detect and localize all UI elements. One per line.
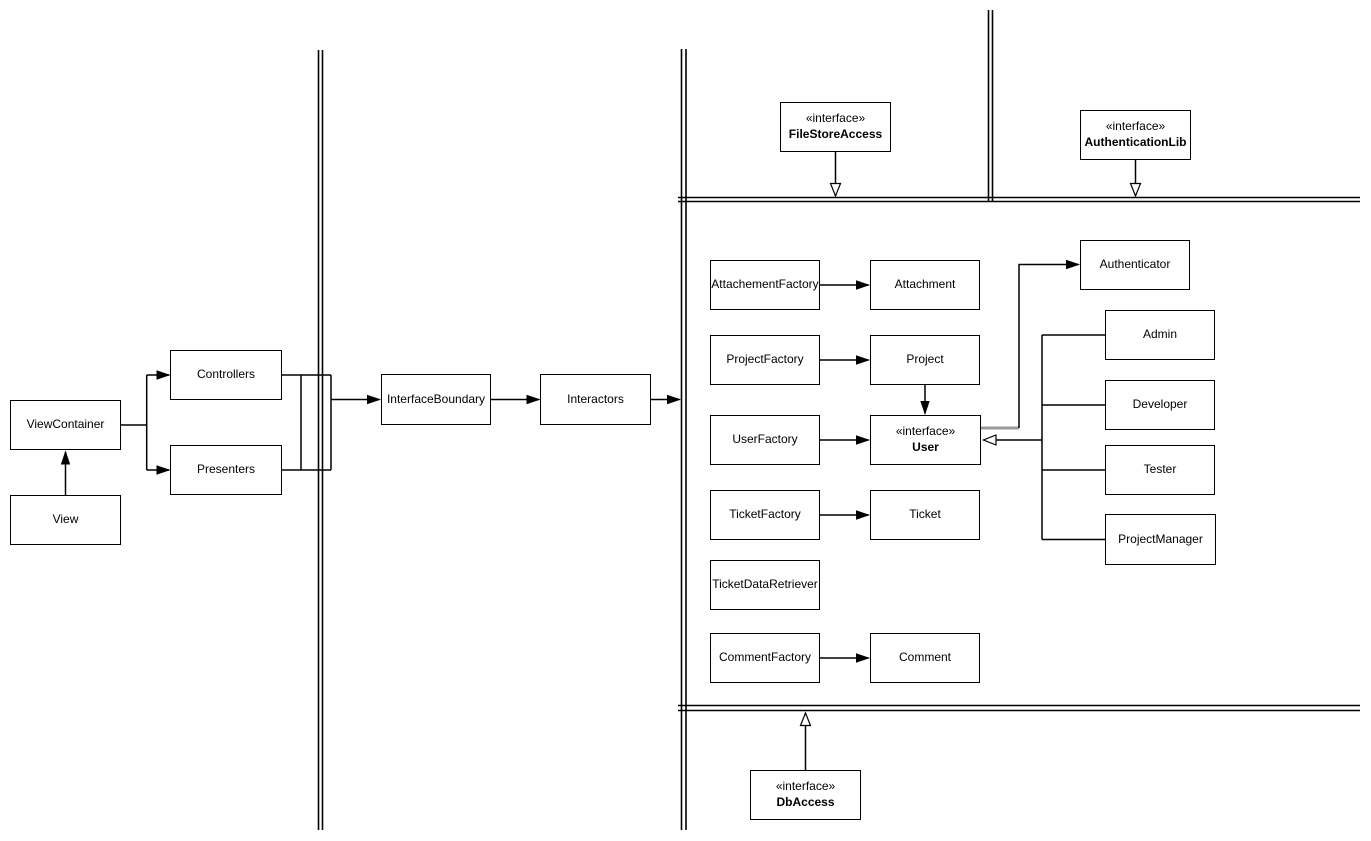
node-label: ProjectManager [1118, 531, 1203, 546]
node-view[interactable]: View [10, 495, 121, 545]
node-label: Presenters [196, 462, 256, 477]
node-projectmanager[interactable]: ProjectManager [1105, 514, 1216, 565]
node-comment[interactable]: Comment [870, 633, 980, 683]
node-controllers[interactable]: Controllers [170, 350, 282, 400]
node-label: AttachementFactory [711, 277, 819, 292]
layer-boundary-lines [317, 10, 1360, 830]
node-label: Comment [898, 650, 951, 665]
node-attachment[interactable]: Attachment [870, 260, 980, 310]
node-projectfactory[interactable]: ProjectFactory [710, 335, 820, 385]
node-label: Authenticator [1099, 257, 1171, 272]
node-attachementfactory[interactable]: AttachementFactory [710, 260, 820, 310]
node-label: UserFactory [732, 432, 798, 447]
node-developer[interactable]: Developer [1105, 380, 1215, 430]
node-label: DbAccess [776, 795, 835, 809]
node-authenticator[interactable]: Authenticator [1080, 240, 1190, 290]
edge-user-to-authenticator [1018, 259, 1081, 428]
node-userfactory[interactable]: UserFactory [710, 415, 820, 465]
node-label: Controllers [196, 367, 256, 382]
node-ticketdataretriever[interactable]: TicketDataRetriever [710, 560, 820, 610]
node-label: Ticket [909, 507, 941, 522]
node-project[interactable]: Project [870, 335, 980, 385]
node-interactors[interactable]: Interactors [540, 374, 651, 425]
node-interfaceboundary[interactable]: InterfaceBoundary [381, 374, 491, 425]
node-label: Tester [1143, 462, 1177, 477]
node-label: Admin [1142, 327, 1177, 342]
node-label: Interactors [567, 391, 624, 406]
node-label: ViewContainer [26, 417, 105, 432]
node-label: User [912, 440, 939, 454]
node-label: FileStoreAccess [788, 127, 883, 141]
node-dbaccess-interface[interactable]: «interface» DbAccess [750, 770, 861, 820]
node-label: CommentFactory [718, 650, 812, 665]
node-label: Project [906, 352, 944, 367]
node-label: View [52, 512, 79, 527]
node-ticket[interactable]: Ticket [870, 490, 980, 540]
node-label: ProjectFactory [726, 352, 804, 367]
stereotype-label: «interface» [775, 779, 836, 794]
node-label: AuthenticationLib [1084, 135, 1187, 149]
node-label: Developer [1132, 397, 1188, 412]
node-authenticationlib-interface[interactable]: «interface» AuthenticationLib [1080, 110, 1191, 160]
node-label: InterfaceBoundary [386, 391, 486, 406]
stereotype-label: «interface» [895, 424, 956, 439]
stereotype-label: «interface» [805, 111, 866, 126]
node-tester[interactable]: Tester [1105, 445, 1215, 495]
node-commentfactory[interactable]: CommentFactory [710, 633, 820, 683]
node-label: Attachment [894, 277, 956, 292]
node-ticketfactory[interactable]: TicketFactory [710, 490, 820, 540]
node-label: TicketFactory [729, 507, 801, 522]
node-viewcontainer[interactable]: ViewContainer [10, 400, 121, 450]
node-label: TicketDataRetriever [712, 577, 818, 592]
node-presenters[interactable]: Presenters [170, 445, 282, 495]
stereotype-label: «interface» [1105, 119, 1166, 134]
node-filestoreaccess-interface[interactable]: «interface» FileStoreAccess [780, 102, 891, 152]
node-admin[interactable]: Admin [1105, 310, 1215, 360]
node-user-interface[interactable]: «interface» User [870, 415, 981, 465]
